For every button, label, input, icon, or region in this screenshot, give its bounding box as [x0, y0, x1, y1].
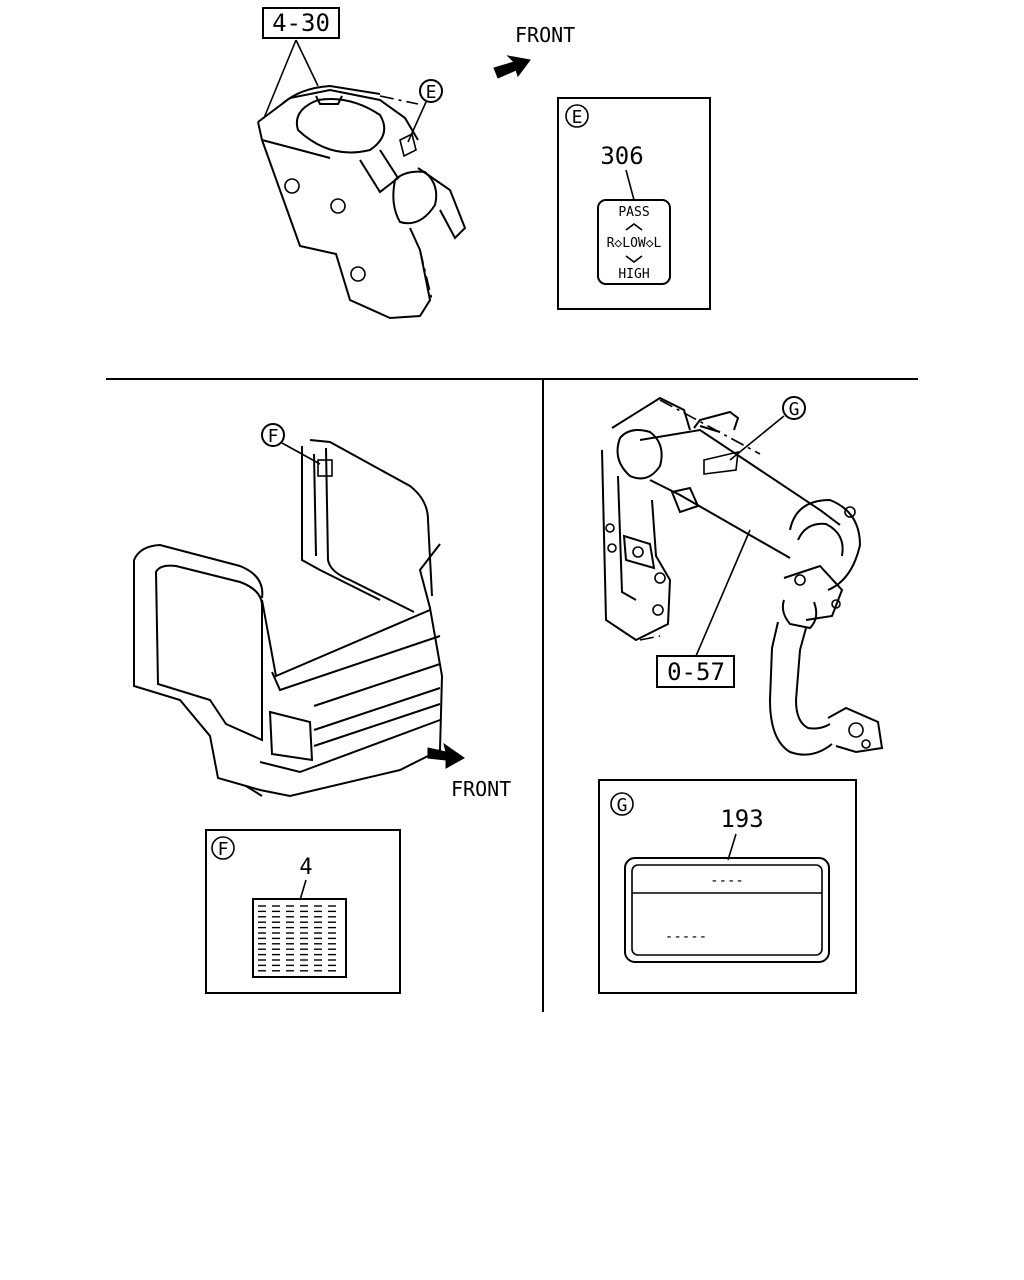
ref-box-4-30[interactable]: 4-30 [262, 7, 340, 39]
detail-box-g: G 193 ---- ----- [598, 779, 857, 994]
leader-line [407, 101, 427, 143]
leader-line [281, 442, 321, 465]
detail-f-part-number: 4 [299, 855, 312, 880]
leader-line [263, 39, 297, 119]
switch-high-text: HIGH [618, 267, 649, 282]
truck-cab-drawing [133, 439, 444, 798]
leader-line [295, 39, 319, 87]
detail-e-circle-label: E [572, 107, 583, 128]
detail-f-circle-label: F [218, 839, 229, 860]
detail-box-e: E 306 PASS R◇LOW◇L HIGH [557, 97, 711, 310]
label-line-1: ---- [710, 873, 744, 889]
switch-mid-text: R◇LOW◇L [607, 236, 662, 251]
callout-e-label: E [426, 82, 437, 103]
callout-g-label: G [789, 399, 800, 420]
detail-box-f: F 4 [205, 829, 401, 994]
ref-label-0-57: 0-57 [667, 658, 725, 686]
front-label-bottom: FRONT [451, 777, 511, 801]
callout-f[interactable]: F [261, 423, 285, 447]
label-line-2: ----- [665, 929, 707, 945]
callout-g[interactable]: G [782, 396, 806, 420]
front-arrow-bottom-icon [427, 742, 465, 769]
steering-column-cover-drawing [257, 84, 467, 320]
text-label-plate [252, 898, 347, 978]
detail-e-part-number: 306 [600, 142, 643, 170]
egr-cooler-drawing [601, 396, 884, 756]
callout-e[interactable]: E [419, 79, 443, 103]
ref-label-4-30: 4-30 [272, 9, 330, 37]
leader-line [729, 415, 785, 461]
detail-g-circle-label: G [617, 795, 628, 816]
switch-pass-text: PASS [618, 205, 649, 220]
caution-label-plate: ---- ----- [624, 857, 830, 963]
detail-g-part-number: 193 [720, 805, 763, 833]
dimmer-switch-label [597, 199, 671, 285]
leader-line [695, 529, 751, 657]
front-label-top: FRONT [515, 23, 575, 47]
callout-f-label: F [268, 426, 279, 447]
front-arrow-top-icon [493, 55, 531, 79]
ref-box-0-57[interactable]: 0-57 [656, 655, 735, 688]
